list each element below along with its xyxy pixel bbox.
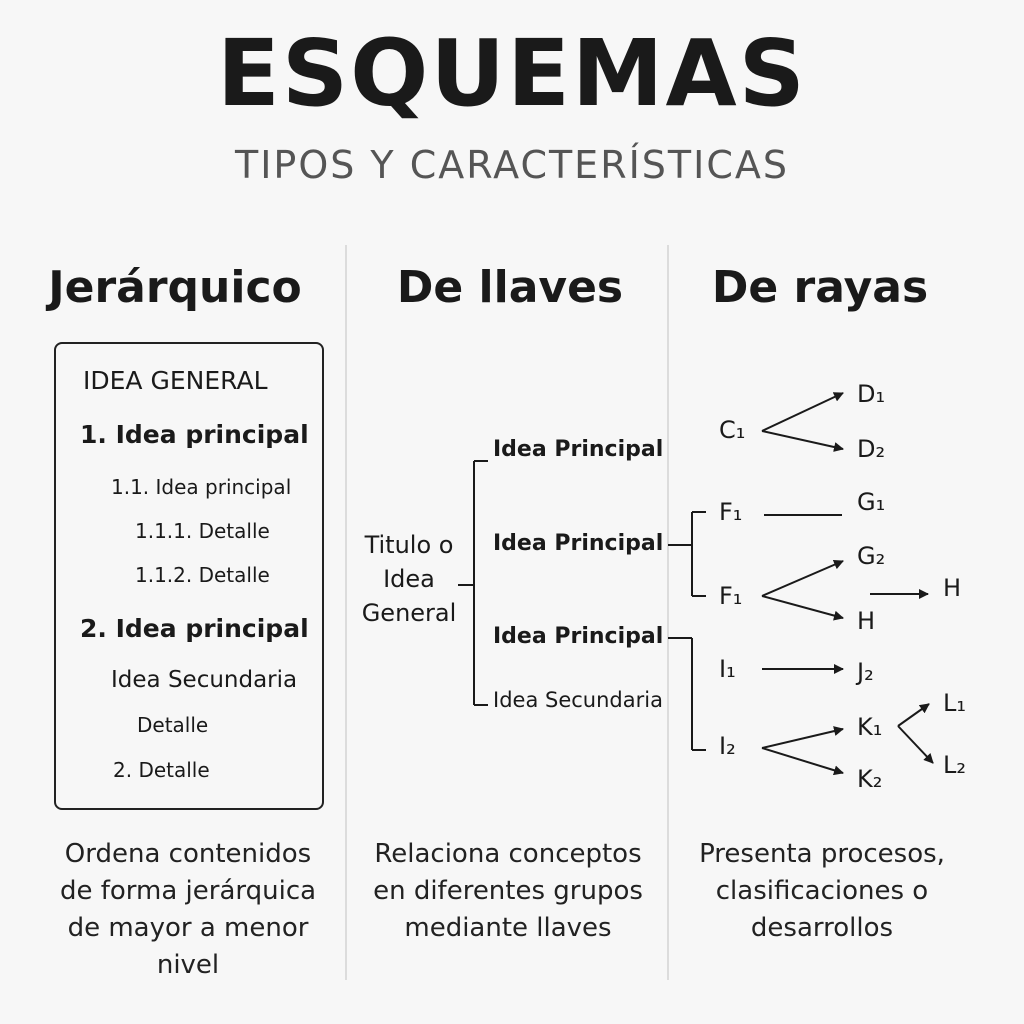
hierarchy-item: 2. Detalle xyxy=(113,758,210,782)
description-line: en diferentes grupos xyxy=(373,876,643,906)
braces-branch: Idea Principal xyxy=(493,437,664,462)
dash-node-i2: I₂ xyxy=(719,732,736,760)
arrow-f1-g2 xyxy=(761,559,844,597)
hierarchy-item: Detalle xyxy=(137,713,209,737)
page-title: ESQUEMAS xyxy=(217,20,807,127)
description-line: Relaciona conceptos xyxy=(374,839,642,869)
braces-root-line: Idea xyxy=(383,565,435,593)
dash-node-i1: I₁ xyxy=(719,655,736,683)
dash-node-g2: G₂ xyxy=(857,542,886,570)
dash-node-d1: D₁ xyxy=(857,380,886,408)
dash-node-f1a: F₁ xyxy=(719,498,743,526)
dash-node-d2: D₂ xyxy=(857,435,886,463)
dash-node-c1: C₁ xyxy=(719,416,746,444)
dash-node-k2: K₂ xyxy=(857,765,883,793)
heading-llaves: De llaves xyxy=(396,262,624,313)
hierarchy-item: 1.1. Idea principal xyxy=(111,475,292,499)
hierarchy-item: 2. Idea principal xyxy=(80,614,309,643)
dash-node-h1: H xyxy=(943,574,962,602)
dash-node-k1: K₁ xyxy=(857,713,883,741)
braces-root-line: Titulo o xyxy=(364,531,454,559)
brace-f xyxy=(668,511,706,597)
dash-node-g1: G₁ xyxy=(857,488,886,516)
description-line: Ordena contenidos xyxy=(64,839,312,869)
column-divider-2 xyxy=(667,245,669,980)
hierarchy-item: 1.1.2. Detalle xyxy=(135,563,270,587)
hierarchy-item: Idea Secundaria xyxy=(111,667,298,693)
braces-branch: Idea Principal xyxy=(493,624,664,649)
heading-jerarquico: Jerárquico xyxy=(48,262,302,313)
hierarchy-item: 1.1.1. Detalle xyxy=(135,519,270,543)
hierarchy-item: 1. Idea principal xyxy=(80,420,309,449)
description-line: clasificaciones o xyxy=(715,876,929,906)
heading-rayas: De rayas xyxy=(711,262,929,313)
description-line: de mayor a menor xyxy=(67,913,309,943)
arrow-k1-l2 xyxy=(897,725,934,764)
description-line: desarrollos xyxy=(750,913,894,943)
arrow-k1-l1 xyxy=(897,703,930,727)
dash-node-l2: L₂ xyxy=(943,751,966,779)
hierarchy-box xyxy=(54,342,324,810)
description-jerarquico: Ordena contenidos de forma jerárquica de… xyxy=(30,836,346,984)
arrow-f1-h xyxy=(761,595,844,621)
brace-main xyxy=(458,460,488,706)
page-subtitle: TIPOS Y CARACTERÍSTICAS xyxy=(234,143,789,187)
description-line: Presenta procesos, xyxy=(699,839,945,869)
arrow-i2-k1 xyxy=(761,726,844,749)
arrow-i2-k2 xyxy=(761,747,844,776)
braces-root-line: General xyxy=(361,599,457,627)
hierarchy-item: IDEA GENERAL xyxy=(83,366,268,395)
dash-node-h2: H xyxy=(857,607,876,635)
column-divider-1 xyxy=(345,245,347,980)
description-rayas: Presenta procesos, clasificaciones o des… xyxy=(672,836,972,947)
arrow-c1-d2 xyxy=(761,430,844,452)
dash-node-f1b: F₁ xyxy=(719,582,743,610)
braces-branch: Idea Principal xyxy=(493,531,664,556)
dash-node-l1: L₁ xyxy=(943,689,966,717)
braces-root: Titulo o Idea General xyxy=(355,528,463,630)
arrow-c1-d1 xyxy=(761,392,844,432)
description-line: de forma jerárquica xyxy=(59,876,317,906)
description-llaves: Relaciona conceptos en diferentes grupos… xyxy=(352,836,664,947)
description-line: nivel xyxy=(156,950,220,980)
braces-branch: Idea Secundaria xyxy=(493,688,663,712)
brace-i xyxy=(668,637,706,751)
description-line: mediante llaves xyxy=(404,913,612,943)
dash-node-j2: J₂ xyxy=(857,658,874,686)
